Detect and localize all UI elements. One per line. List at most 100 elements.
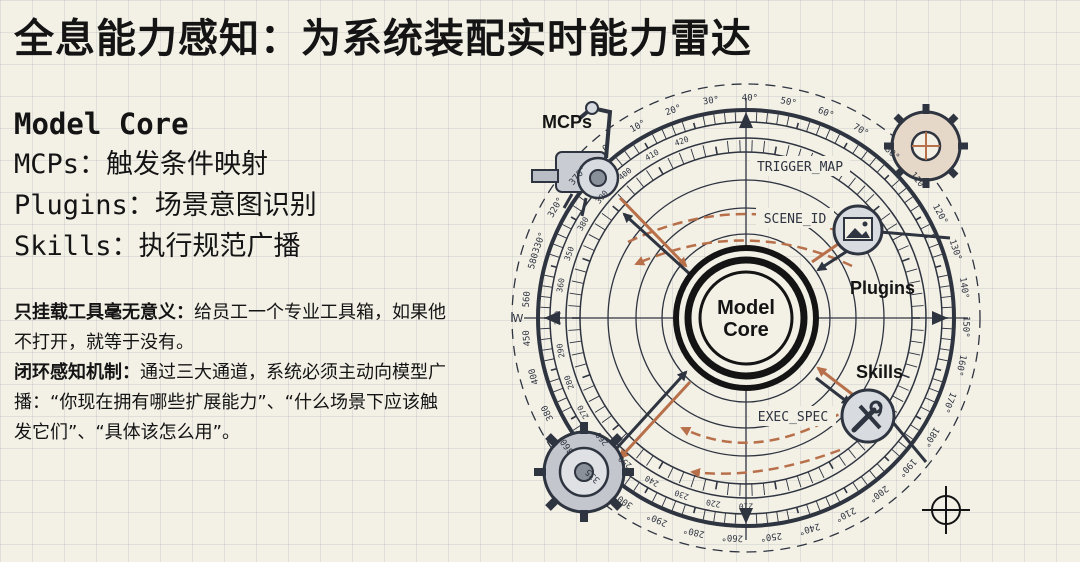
tick-label: 10° — [629, 118, 648, 135]
tick-label: 300 — [554, 311, 563, 326]
scene-id-tag: SCENE_ID — [764, 212, 827, 227]
tick-mark — [703, 117, 705, 127]
tick-mark — [540, 307, 550, 308]
tick-mark — [589, 396, 600, 402]
mcps-node-label: MCPs — [542, 112, 592, 132]
tick-mark — [724, 113, 725, 123]
tick-mark — [826, 497, 830, 506]
tick-mark — [826, 130, 830, 139]
tick-mark — [807, 504, 810, 514]
tick-mark — [679, 472, 683, 483]
skills-desc: 执行规范广播 — [139, 231, 301, 262]
tick-mark — [554, 244, 563, 248]
tick-mark — [865, 194, 874, 202]
notes: 只挂载工具毫无意义：给员工一个专业工具箱，如果他不打开，就等于没有。 闭环感知机… — [14, 298, 454, 448]
tick-label: 30° — [702, 95, 720, 107]
tick-mark — [554, 388, 563, 392]
tick-mark — [602, 416, 612, 423]
tick-mark — [703, 145, 706, 157]
tick-mark — [861, 477, 867, 485]
tick-mark — [898, 441, 906, 447]
tick-mark — [775, 147, 776, 155]
tick-mark — [777, 115, 779, 125]
tick-label: 350 — [563, 245, 576, 262]
arrow-skills-to-core — [818, 368, 852, 394]
model-core-heading: Model Core — [14, 104, 454, 144]
tick-mark — [797, 123, 799, 129]
tick-mark — [659, 462, 663, 469]
tick-mark — [819, 467, 824, 478]
tick-mark — [716, 481, 717, 489]
tick-mark — [925, 398, 934, 402]
tick-mark — [932, 254, 942, 257]
radar-svg: Model Core TRIGGER_MAP SCENE_ID EXEC_SPE… — [460, 66, 1080, 562]
tick-mark — [892, 180, 899, 187]
tick-mark — [703, 510, 705, 520]
tick-mark — [691, 149, 695, 160]
tick-mark — [583, 246, 594, 251]
tick-mark — [877, 165, 884, 172]
tick-mark — [905, 197, 913, 203]
compass-w-label: W — [513, 312, 524, 325]
tick-mark — [595, 406, 605, 412]
tick-mark — [829, 462, 833, 469]
tick-mark — [941, 296, 951, 297]
tick-mark — [716, 147, 717, 155]
tick-mark — [898, 246, 909, 251]
compass-arrow-right — [932, 311, 948, 325]
note-closed-loop: 闭环感知机制：通过三大通道，系统必须主动向模型广播：“你现在拥有哪些扩展能力”、… — [14, 358, 454, 448]
tick-mark — [912, 330, 924, 331]
tick-mark — [573, 206, 581, 211]
tick-mark — [646, 456, 653, 466]
tick-mark — [835, 134, 840, 143]
tick-mark — [543, 349, 553, 351]
tick-label: 60° — [816, 106, 835, 121]
tick-mark — [898, 386, 909, 391]
tick-mark — [935, 369, 941, 371]
core-label-line2: Core — [723, 319, 769, 341]
tick-mark — [892, 449, 899, 456]
tick-mark — [636, 449, 643, 458]
tick-mark — [627, 186, 635, 195]
tick-mark — [682, 504, 685, 514]
tick-label: 450 — [522, 330, 533, 347]
capability-radar-diagram: Model Core TRIGGER_MAP SCENE_ID EXEC_SPE… — [460, 66, 1080, 562]
tick-mark — [861, 151, 867, 159]
orbit-arc-lower-return — [692, 450, 840, 474]
tick-mark — [853, 145, 858, 153]
tick-mark — [652, 493, 657, 502]
tick-label: 280° — [682, 524, 705, 539]
skills-line: Skills：执行规范广播 — [14, 226, 454, 267]
tick-mark — [589, 234, 600, 240]
core-label-line1: Model — [717, 297, 775, 319]
tick-mark — [848, 449, 855, 458]
tick-mark — [941, 338, 951, 339]
mcps-name: MCPs — [14, 149, 79, 180]
tick-label: 70° — [851, 122, 870, 139]
tick-mark — [558, 398, 567, 402]
tick-mark — [777, 512, 779, 522]
top-right-gear-icon — [884, 104, 968, 188]
tick-mark — [910, 341, 922, 343]
skills-name: Skills — [14, 231, 112, 262]
tick-mark — [808, 472, 812, 483]
tick-mark — [575, 364, 587, 367]
tick-mark — [724, 513, 725, 523]
note-tool-meaningless: 只挂载工具毫无意义：给员工一个专业工具箱，如果他不打开，就等于没有。 — [14, 298, 454, 358]
tick-mark — [714, 512, 716, 522]
tick-mark — [568, 330, 580, 331]
tick-label: 210 — [739, 502, 754, 511]
tick-label: 20° — [664, 103, 683, 118]
trigger-map-tag: TRIGGER_MAP — [757, 160, 843, 175]
tick-label: 580 — [527, 252, 541, 270]
tick-label: 140° — [957, 277, 970, 300]
tick-mark — [756, 112, 757, 122]
tick-mark — [906, 364, 918, 367]
tick-mark — [595, 224, 605, 230]
tick-mark — [902, 375, 910, 378]
tick-mark — [844, 143, 847, 148]
tick-mark — [672, 501, 676, 510]
tick-mark — [763, 141, 764, 153]
tick-mark — [659, 167, 663, 174]
note-1-bold: 只挂载工具毫无意义： — [14, 302, 194, 323]
